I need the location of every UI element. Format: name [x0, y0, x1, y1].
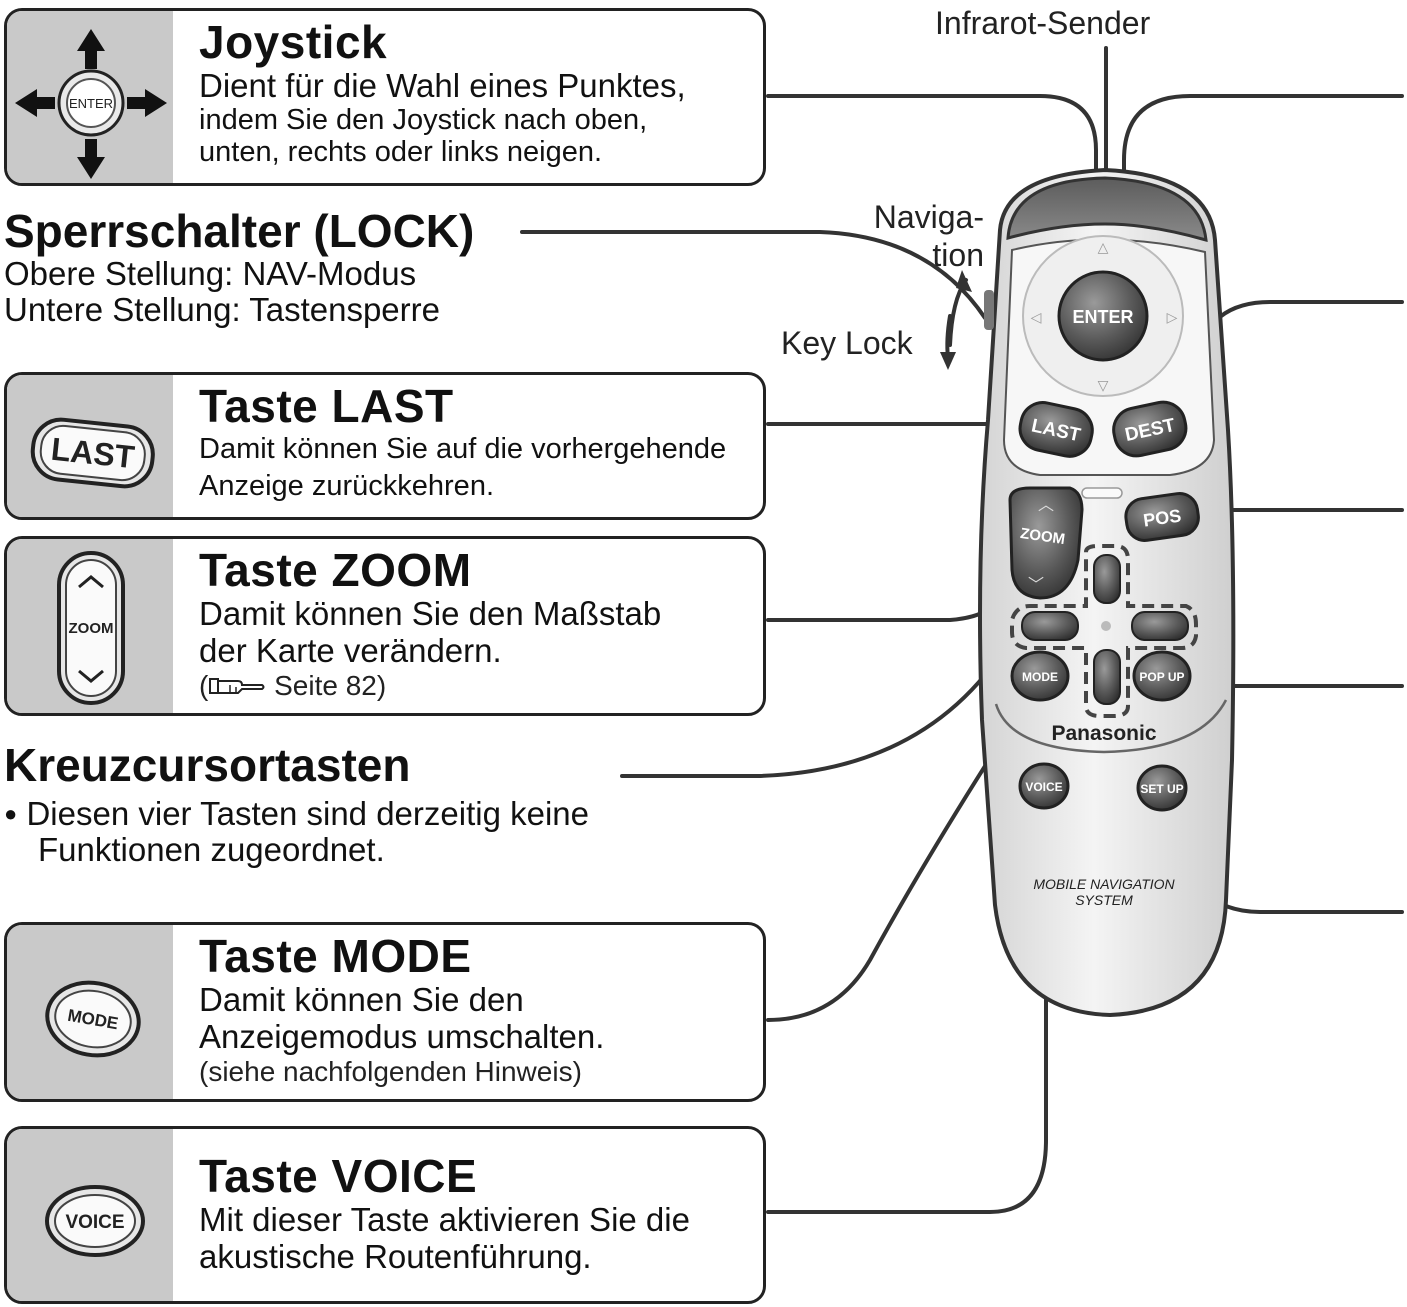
joystick-line2: indem Sie den Joystick nach oben,: [199, 104, 648, 136]
mode-card: MODE Taste MODE Damit können Sie den Anz…: [4, 922, 766, 1102]
joystick-icon-label: ENTER: [69, 96, 113, 111]
last-icon-label: LAST: [49, 431, 136, 476]
joystick-line3: unten, rechts oder links neigen.: [199, 136, 603, 168]
zoom-title: Taste ZOOM: [199, 544, 472, 596]
mode-line2: Anzeigemodus umschalten.: [199, 1018, 605, 1055]
mode-button-icon: MODE: [45, 980, 141, 1058]
joystick-text: Joystick Dient für die Wahl eines Punkte…: [199, 17, 753, 168]
label-navigation-line1: Naviga-: [873, 199, 984, 235]
zoom-button-icon: ZOOM: [57, 551, 125, 705]
last-thumb: LAST: [7, 375, 173, 517]
line-voice: [766, 808, 1048, 1214]
remote-popup-label: POP UP: [1139, 670, 1184, 684]
lock-line1: Obere Stellung: NAV-Modus: [4, 255, 417, 292]
last-line1: Damit können Sie auf die vorhergehende: [199, 433, 727, 465]
label-keylock: Key Lock: [781, 325, 913, 361]
remote-voice-label: VOICE: [1025, 780, 1062, 794]
zoom-note-open: (: [199, 670, 209, 701]
cursor-line1: Diesen vier Tasten sind derzeitig keine: [26, 795, 589, 832]
voice-thumb: VOICE: [7, 1129, 173, 1301]
cursor-bullet: ●: [4, 801, 18, 826]
mode-title: Taste MODE: [199, 930, 472, 982]
voice-line1: Mit dieser Taste aktivieren Sie die: [199, 1201, 690, 1238]
label-navigation: Naviga- tion: [856, 198, 984, 274]
remote-enter-label: ENTER: [1072, 307, 1133, 327]
voice-button-icon: VOICE: [45, 1185, 145, 1257]
svg-text:﹀: ﹀: [1028, 576, 1044, 594]
remote-setup-label: SET UP: [1140, 782, 1183, 796]
zoom-icon-label: ZOOM: [69, 620, 114, 637]
mode-line1: Damit können Sie den: [199, 981, 524, 1018]
joystick-line1: Dient für die Wahl eines Punktes,: [199, 67, 686, 104]
mode-note: (siehe nachfolgenden Hinweis): [199, 1056, 582, 1087]
remote-brand-label: Panasonic: [1051, 722, 1156, 745]
last-title: Taste LAST: [199, 380, 454, 432]
zoom-note-text: Seite 82): [266, 670, 387, 701]
last-line2: Anzeige zurückkehren.: [199, 470, 494, 502]
last-card: LAST Taste LAST Damit können Sie auf die…: [4, 372, 766, 520]
lock-line2: Untere Stellung: Tastensperre: [4, 291, 440, 328]
voice-line2: akustische Routenführung.: [199, 1238, 592, 1275]
joystick-icon: ENTER: [15, 29, 167, 179]
zoom-note: ( Seite 82): [199, 669, 753, 703]
svg-text:◁: ◁: [1031, 309, 1042, 325]
joystick-card: ENTER Joystick Dient für die Wahl eines …: [4, 8, 766, 186]
svg-text:︿: ︿: [1038, 497, 1054, 514]
zoom-text: Taste ZOOM Damit können Sie den Maßstab …: [199, 545, 753, 703]
cursor-section: Kreuzcursortasten ● Diesen vier Tasten s…: [4, 740, 589, 868]
svg-text:▷: ▷: [1167, 309, 1178, 325]
zoom-line1: Damit können Sie den Maßstab: [199, 595, 662, 632]
line-right-enter: [1122, 94, 1404, 292]
pointing-hand-icon: [209, 678, 265, 694]
zoom-line2: der Karte verändern.: [199, 632, 502, 669]
lock-section: Sperrschalter (LOCK) Obere Stellung: NAV…: [4, 206, 474, 328]
voice-icon-label: VOICE: [65, 1212, 124, 1233]
voice-text: Taste VOICE Mit dieser Taste aktivieren …: [199, 1151, 753, 1275]
zoom-thumb: ZOOM: [7, 539, 173, 713]
cursor-line1-row: ● Diesen vier Tasten sind derzeitig kein…: [4, 796, 589, 832]
voice-title: Taste VOICE: [199, 1150, 478, 1202]
svg-text:△: △: [1098, 239, 1109, 255]
svg-text:▽: ▽: [1098, 377, 1109, 393]
lock-title: Sperrschalter (LOCK): [4, 205, 475, 257]
remote-zoom-label: ZOOM: [1019, 525, 1066, 548]
remote-mode-label: MODE: [1022, 670, 1058, 684]
line-joystick: [766, 94, 1098, 292]
last-text: Taste LAST Damit können Sie auf die vorh…: [199, 381, 753, 505]
last-button-icon: LAST: [30, 417, 155, 489]
cursor-line2: Funktionen zugeordnet.: [38, 831, 385, 868]
remote-system-line2: SYSTEM: [1075, 892, 1133, 908]
joystick-title: Joystick: [199, 16, 388, 68]
zoom-card: ZOOM Taste ZOOM Damit können Sie den Maß…: [4, 536, 766, 716]
mode-thumb: MODE: [7, 925, 173, 1099]
line-lock: [520, 230, 987, 320]
cursor-title: Kreuzcursortasten: [4, 739, 411, 791]
mode-text: Taste MODE Damit können Sie den Anzeigem…: [199, 931, 753, 1089]
joystick-thumb: ENTER: [7, 11, 173, 183]
label-infrarot: Infrarot-Sender: [935, 5, 1151, 41]
line-mode: [766, 700, 1028, 1022]
remote-system-line1: MOBILE NAVIGATION: [1033, 876, 1175, 892]
label-navigation-line2: tion: [932, 237, 984, 273]
voice-card: VOICE Taste VOICE Mit dieser Taste aktiv…: [4, 1126, 766, 1304]
